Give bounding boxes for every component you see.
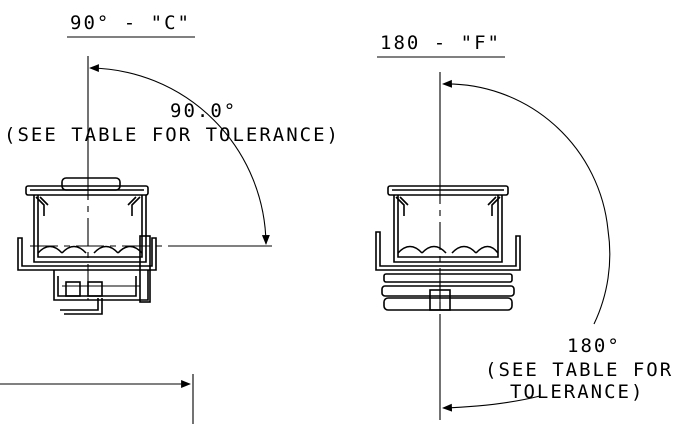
- view-c-angle-label: 90.0°: [170, 100, 237, 122]
- view-f-angle-arc: [442, 79, 611, 325]
- view-f: 180 - "F" 180° (SEE TABLE FOR TOLERANCE): [375, 32, 673, 420]
- view-f-angle-label: 180°: [567, 335, 621, 357]
- view-c-part: [17, 177, 157, 315]
- view-c-angle-arc: [89, 64, 270, 245]
- view-f-tolerance-note-line2: TOLERANCE): [510, 381, 644, 403]
- view-c-title: 90° - "C": [70, 12, 191, 34]
- view-f-part: [375, 185, 521, 311]
- view-f-tolerance-note-line1: (SEE TABLE FOR: [485, 359, 673, 381]
- view-f-angle-arc-end: [442, 395, 541, 412]
- view-c-tolerance-note: (SEE TABLE FOR TOLERANCE): [4, 124, 340, 146]
- view-f-title: 180 - "F": [380, 32, 501, 54]
- view-c: 90° - "C" 90.0° (SEE TABLE FOR TOLERANCE…: [0, 12, 340, 424]
